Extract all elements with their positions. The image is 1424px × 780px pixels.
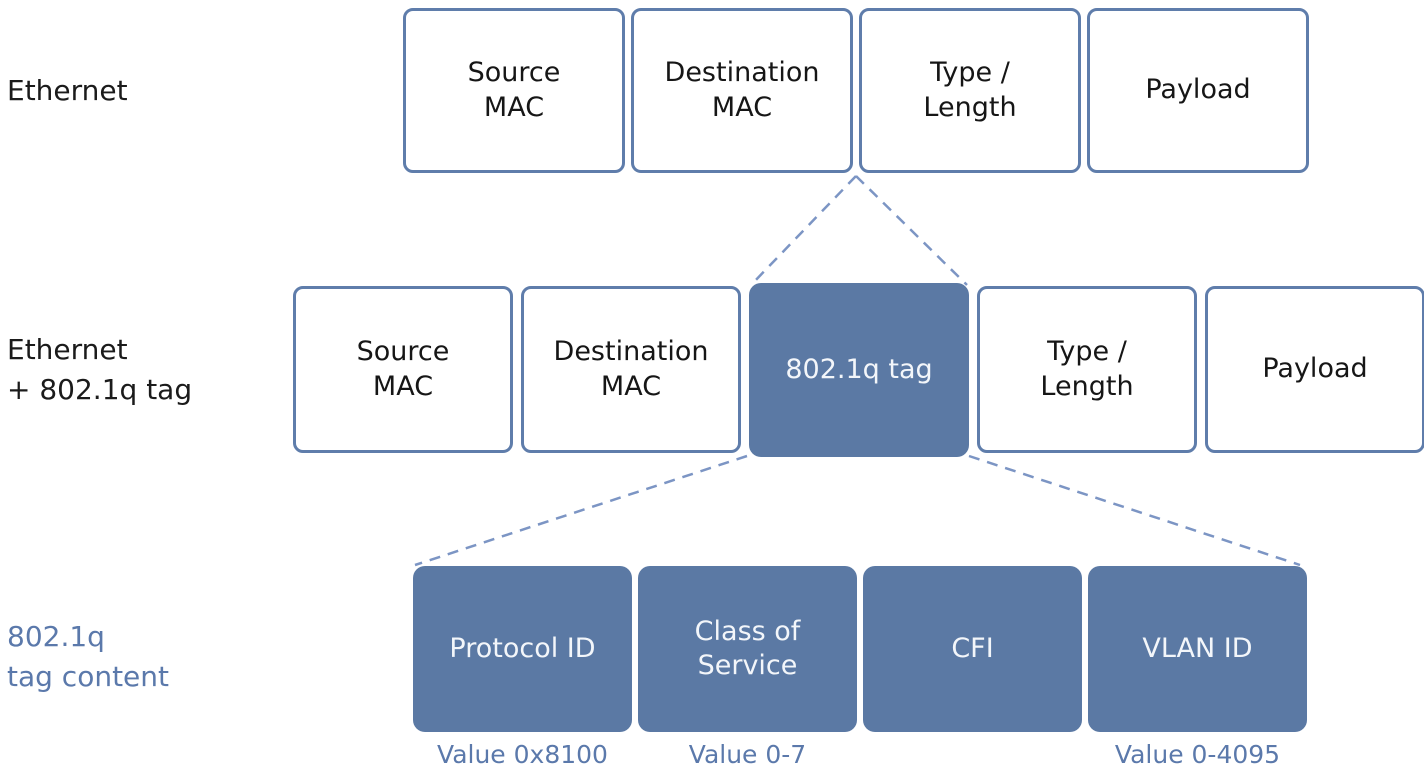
row-label-8021q-tag-content: 802.1q tag content [7,620,170,693]
value-protocol-id: Value 0x8100 [437,740,608,769]
value-class-of-service: Value 0-7 [688,740,807,769]
box-payload: Payload [1087,8,1309,173]
box-vlan-id: VLAN ID [1088,566,1307,732]
ethernet-frame-row: Source MAC Destination MAC Type / Length… [403,8,1309,173]
tag-content-row: Protocol ID Class of Service CFI VLAN ID [413,566,1307,732]
box-protocol-id: Protocol ID [413,566,632,732]
connector-tag-to-content-right [968,454,1301,567]
value-cfi [863,740,1082,769]
box-destination-mac-tagged: Destination MAC [521,286,741,453]
box-class-of-service: Class of Service [638,566,857,732]
value-annotations-row: Value 0x8100 Value 0-7 Value 0-4095 [413,740,1307,769]
ethernet-tagged-frame-row: Source MAC Destination MAC 802.1q tag Ty… [293,283,1424,457]
box-payload-tagged: Payload [1205,286,1424,453]
connector-typelength-to-tag-right [855,175,968,286]
box-destination-mac: Destination MAC [631,8,853,173]
connector-tag-to-content-left [414,454,748,567]
row-label-ethernet-8021q-tag: Ethernet + 802.1q tag [7,332,193,406]
box-type-length: Type / Length [859,8,1081,173]
connector-typelength-to-tag-left [750,175,857,286]
box-cfi: CFI [863,566,1082,732]
box-source-mac: Source MAC [403,8,625,173]
value-vlan-id: Value 0-4095 [1114,740,1281,769]
box-type-length-tagged: Type / Length [977,286,1197,453]
box-8021q-tag: 802.1q tag [749,283,969,457]
row-label-ethernet: Ethernet [7,73,128,107]
box-source-mac-tagged: Source MAC [293,286,513,453]
